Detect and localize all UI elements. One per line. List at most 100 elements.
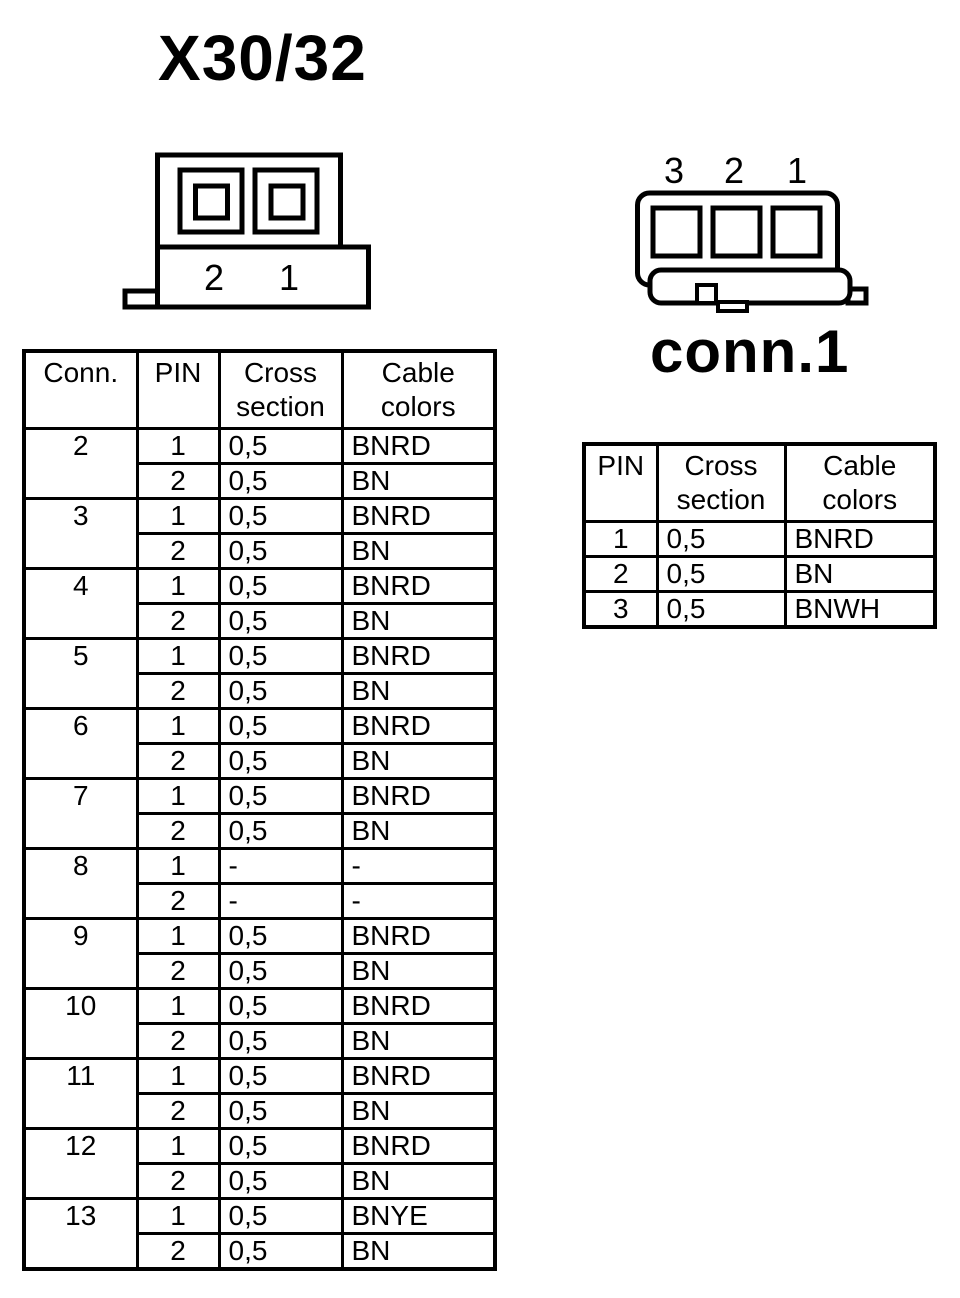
cable-color-cell: BN <box>340 602 497 640</box>
cross-section-cell: 0,5 <box>217 602 344 640</box>
pin-cell: 1 <box>135 497 221 535</box>
cross-section-cell: 0,5 <box>217 1127 344 1165</box>
pin-cell: 2 <box>135 882 221 920</box>
pin-cell: 2 <box>135 1092 221 1130</box>
pin-2-terminal <box>193 183 230 221</box>
pin-1-terminal <box>268 183 306 221</box>
col-header-pin: PIN <box>135 349 221 430</box>
col-header-cable: Cable colors <box>783 442 937 523</box>
connector-lock-bar <box>647 267 853 306</box>
cross-section-cell: 0,5 <box>655 555 787 593</box>
cross-section-cell: 0,5 <box>655 590 787 629</box>
cross-section-cell: 0,5 <box>217 987 344 1025</box>
cross-section-cell: 0,5 <box>217 1057 344 1095</box>
cross-section-cell: 0,5 <box>217 462 344 500</box>
cross-section-cell: 0,5 <box>217 777 344 815</box>
conn-cell: 8 <box>22 847 139 920</box>
conn1-pin-label-2: 2 <box>723 150 745 191</box>
cross-section-cell: 0,5 <box>217 742 344 780</box>
cable-color-cell: BNRD <box>340 777 497 815</box>
cross-section-cell: 0,5 <box>217 567 344 605</box>
cable-color-cell: BNRD <box>340 917 497 955</box>
cross-section-cell: 0,5 <box>655 520 787 558</box>
pin-cell: 2 <box>135 672 221 710</box>
cross-section-cell: 0,5 <box>217 1232 344 1271</box>
conn1-title: conn.1 <box>650 318 850 385</box>
cross-section-cell: 0,5 <box>217 497 344 535</box>
cross-section-cell: 0,5 <box>217 1197 344 1235</box>
conn-cell: 9 <box>22 917 139 990</box>
cable-color-cell: BNRD <box>340 707 497 745</box>
pin-2-cavity <box>710 205 763 259</box>
conn-cell: 4 <box>22 567 139 640</box>
x30-32-pin-label-1: 1 <box>278 257 300 298</box>
cross-section-cell: - <box>217 882 344 920</box>
cross-section-cell: 0,5 <box>217 427 344 465</box>
pin-cell: 2 <box>135 1162 221 1200</box>
pin-3-cavity <box>650 205 703 259</box>
connector-latch-notch <box>695 283 718 305</box>
pin-cell: 2 <box>582 555 659 593</box>
cable-color-cell: BN <box>340 462 497 500</box>
cross-section-cell: 0,5 <box>217 1092 344 1130</box>
cable-color-cell: BN <box>340 812 497 850</box>
pin-cell: 1 <box>135 777 221 815</box>
connector-bottom-tab <box>716 300 749 313</box>
cross-section-cell: 0,5 <box>217 812 344 850</box>
pin-cell: 1 <box>135 427 221 465</box>
cable-color-cell: BNRD <box>340 497 497 535</box>
cable-color-cell: BN <box>340 1022 497 1060</box>
cable-color-cell: BNRD <box>340 987 497 1025</box>
table-header-row: PIN Cross section Cable colors <box>582 442 937 523</box>
pin-cell: 2 <box>135 602 221 640</box>
pin-cell: 1 <box>135 707 221 745</box>
cross-section-cell: 0,5 <box>217 1022 344 1060</box>
cable-color-cell: BN <box>340 672 497 710</box>
cable-color-cell: BNRD <box>340 567 497 605</box>
cross-section-cell: 0,5 <box>217 637 344 675</box>
col-header-pin: PIN <box>582 442 659 523</box>
col-header-cross: Cross section <box>655 442 787 523</box>
cable-color-cell: BN <box>340 532 497 570</box>
conn1-connector-diagram <box>635 190 869 313</box>
cable-color-cell: BN <box>340 952 497 990</box>
cable-color-cell: BNRD <box>783 520 937 558</box>
conn-cell: 11 <box>22 1057 139 1130</box>
col-header-conn: Conn. <box>22 349 139 430</box>
pin-cell: 1 <box>135 847 221 885</box>
cable-color-cell: - <box>340 882 497 920</box>
conn-cell: 12 <box>22 1127 139 1200</box>
cable-color-cell: BNWH <box>783 590 937 629</box>
cable-color-cell: BNRD <box>340 427 497 465</box>
cable-color-cell: BN <box>783 555 937 593</box>
pin-cell: 2 <box>135 1232 221 1271</box>
x30-32-pin-label-2: 2 <box>203 257 225 298</box>
cable-color-cell: BNRD <box>340 1127 497 1165</box>
conn-cell: 7 <box>22 777 139 850</box>
